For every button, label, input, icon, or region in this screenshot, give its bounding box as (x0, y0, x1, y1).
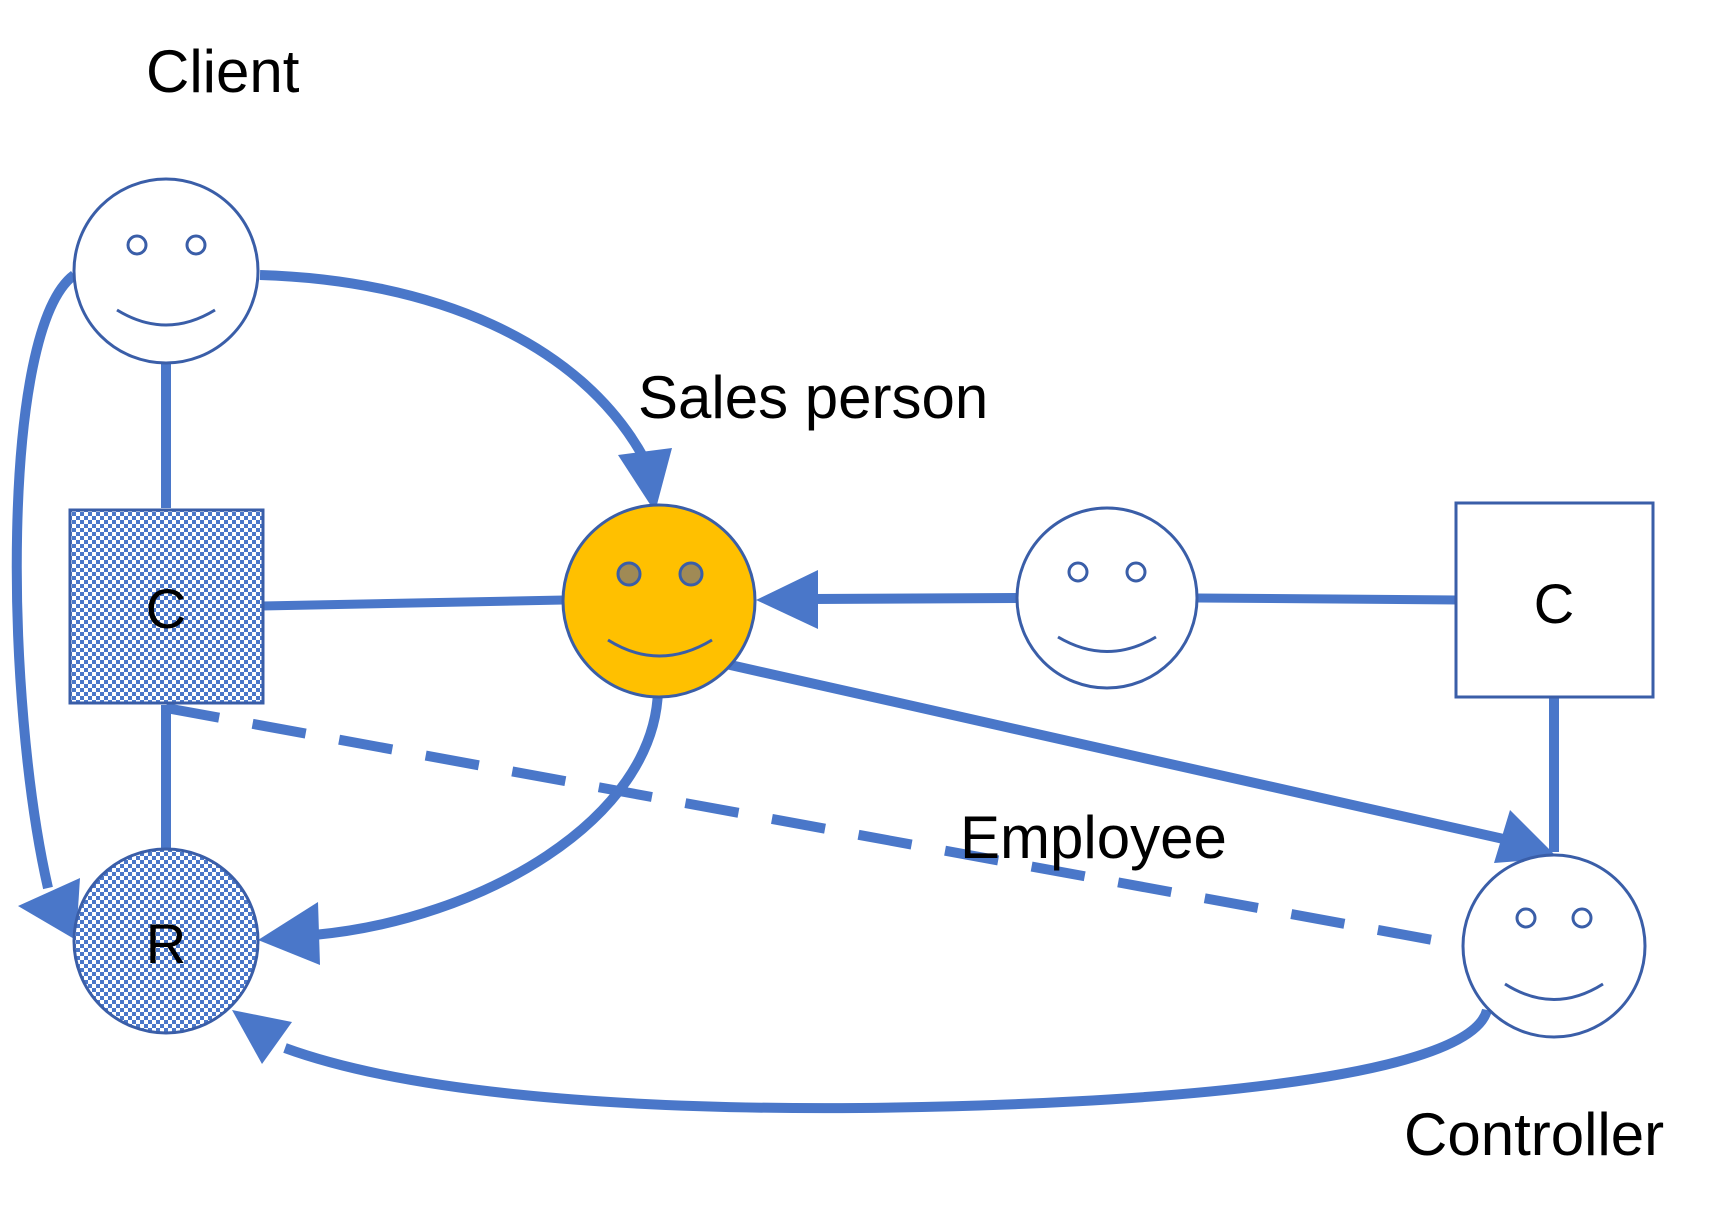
smile-icon (1504, 982, 1604, 1001)
sales-person-label: Sales person (638, 364, 988, 431)
controller-label: Controller (1404, 1101, 1664, 1168)
employee-label: Employee (960, 804, 1227, 871)
client-label: Client (146, 38, 300, 105)
edge-client-to-sales (259, 270, 650, 463)
edge-sales-to-controller (724, 659, 1510, 845)
client-contract-letter: C (146, 577, 186, 640)
edge-sales-to-resource (313, 689, 663, 940)
smile-icon (1057, 635, 1157, 653)
eye-icon (126, 234, 148, 256)
arrowhead-at-sales-top (618, 448, 672, 512)
client-contract-node: C (68, 508, 265, 705)
resource-node: R (72, 847, 260, 1035)
eye-icon (1515, 907, 1537, 929)
arrowhead-at-resource-bottom (232, 1010, 292, 1064)
employee-contract-letter: C (1534, 572, 1574, 635)
smile-icon (116, 308, 216, 327)
arrowhead-at-resource-right (258, 902, 320, 965)
arrowhead-at-resource-left (18, 878, 80, 940)
eye-icon (1125, 561, 1147, 583)
sales-person-face (561, 503, 757, 699)
eye-icon (1571, 907, 1593, 929)
edge-client-to-resource (11, 270, 78, 890)
arrowhead-at-controller (1494, 810, 1558, 863)
employee-contract-node: C (1454, 501, 1655, 699)
edge-contract-to-sales (261, 595, 565, 611)
resource-letter: R (146, 912, 186, 975)
controller-face (1461, 853, 1647, 1039)
eye-icon (616, 561, 642, 587)
eye-icon (678, 561, 704, 587)
eye-icon (185, 234, 207, 256)
edge-controller-to-resource (283, 1008, 1492, 1114)
arrowhead-at-sales-right (756, 570, 818, 629)
client-face (72, 177, 260, 365)
edge-employee-to-contract (1197, 593, 1459, 605)
employee-face (1015, 506, 1199, 690)
edge-dashed-contract-to-controller (165, 703, 1461, 950)
eye-icon (1067, 561, 1089, 583)
edge-employee-to-sales (811, 593, 1019, 604)
smile-icon (607, 638, 713, 658)
